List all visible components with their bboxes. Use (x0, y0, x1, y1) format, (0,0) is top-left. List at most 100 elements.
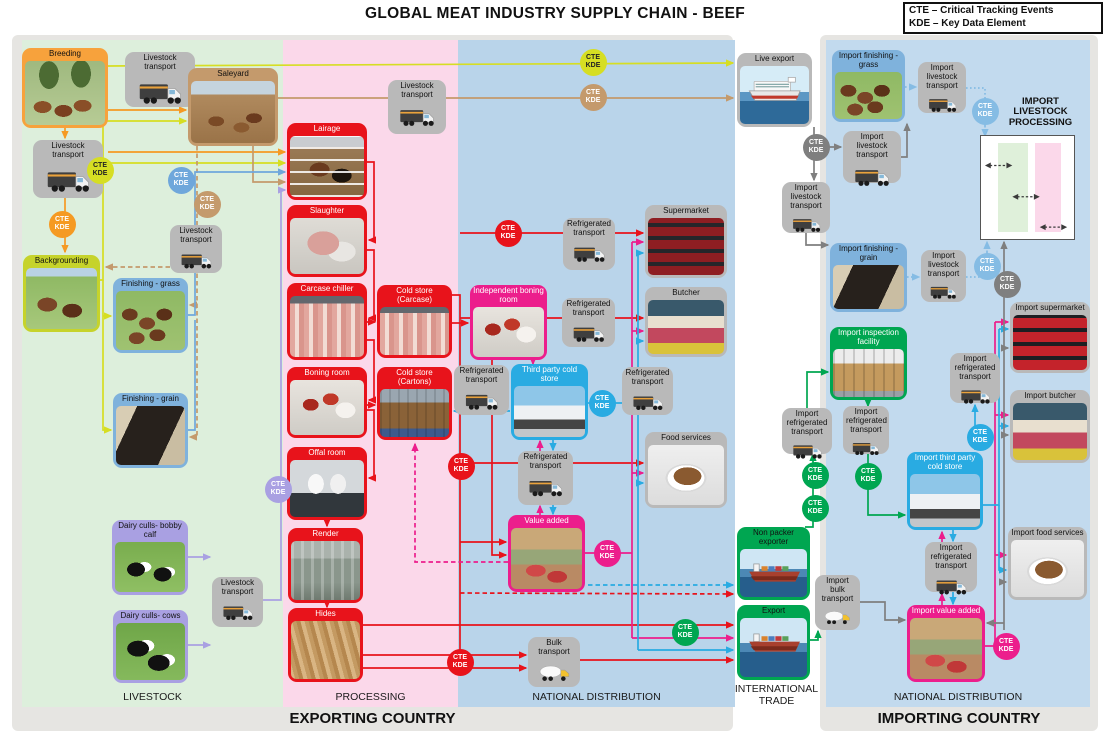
render-label: Render (312, 529, 339, 538)
export-label: Export (761, 606, 786, 615)
import-third-party-cold-store-label: Import third party cold store (914, 453, 976, 471)
finishing-grass-label: Finishing - grass (121, 279, 180, 288)
cattle-herd-illustration (116, 290, 185, 350)
slaughter-illustration (290, 217, 364, 274)
international-trade-line1: INTERNATIONAL (734, 683, 819, 695)
node-finishing-grass: Finishing - grass (113, 278, 188, 353)
zone-label-processing: PROCESSING (335, 691, 406, 703)
boning-illustration (473, 306, 544, 357)
truck-illustration (928, 573, 974, 600)
cold-store-carcase-label: Cold store (Carcase) (396, 286, 433, 304)
calves-illustration (115, 541, 185, 592)
kde-label: KDE (54, 224, 70, 231)
legend-box: CTE – Critical Tracking Events KDE – Key… (903, 2, 1103, 34)
truck-illustration (521, 473, 570, 502)
coldstore-illustration (910, 473, 980, 527)
kde-label: KDE (500, 233, 516, 240)
truck-illustration (391, 102, 443, 132)
import-inspection-facility-label: Import inspection facility (838, 328, 899, 346)
plate-illustration (648, 444, 724, 505)
cte-label: CTE (600, 545, 614, 553)
truck-illustration (565, 320, 612, 347)
flow-arrows-icon (984, 162, 1068, 231)
node-livestock-transport-5: Livestock transport (212, 577, 263, 627)
coldstore-illustration (514, 385, 585, 437)
kde-label: KDE (979, 266, 995, 273)
import-refrigerated-transport-1-label: Import refrigerated transport (786, 409, 828, 436)
ship-white-illustration (740, 65, 809, 124)
refrigerated-transport-2-label: Refrigerated transport (566, 299, 611, 317)
kde-label: KDE (594, 403, 610, 410)
kde-label: KDE (599, 553, 615, 560)
import-bulk-transport-label: Import bulk transport (821, 576, 854, 603)
node-render: Render (288, 528, 363, 603)
butcher-illustration (648, 299, 724, 354)
feedlot-illustration (833, 264, 904, 309)
node-import-refrigerated-transport-3: Import refrigerated transport (950, 353, 1000, 403)
livestock-transport-3-label: Livestock transport (51, 141, 85, 159)
zone-label-international-trade: INTERNATIONAL TRADE (733, 683, 820, 707)
node-saleyard: Saleyard (188, 68, 278, 146)
node-import-inspection-facility: Import inspection facility (830, 327, 907, 400)
truck-illustration (924, 281, 963, 304)
cte-label: CTE (586, 54, 600, 62)
cte-label: CTE (980, 258, 994, 266)
offal-room-label: Offal room (308, 448, 346, 457)
render-illustration (291, 540, 360, 600)
cattle-grass-illustration (26, 267, 97, 329)
cte-label: CTE (861, 468, 875, 476)
carcases-illustration (380, 306, 449, 355)
node-backgrounding: Backgrounding (23, 255, 100, 332)
node-cold-store-carcase: Cold store (Carcase) (377, 285, 452, 358)
cte-label: CTE (809, 139, 823, 147)
ship-cargo-illustration (740, 548, 807, 597)
node-import-finishing-grain: Import finishing - grain (830, 243, 907, 312)
node-non-packer-exporter: Non packer exporter (737, 527, 810, 600)
ship-cargo-illustration (740, 617, 807, 677)
exporting-country-label: EXPORTING COUNTRY (289, 710, 456, 727)
cte-label: CTE (454, 458, 468, 466)
truck-illustration (173, 247, 219, 274)
cte-label: CTE (808, 500, 822, 508)
processing-stripe (1035, 143, 1061, 232)
node-refrigerated-transport-2: Refrigerated transport (562, 298, 615, 347)
truck-illustration (457, 387, 506, 415)
cattle-trees-illustration (25, 60, 105, 125)
refrigerated-transport-5-label: Refrigerated transport (523, 452, 568, 470)
value-added-illustration (910, 617, 982, 679)
node-offal-room: Offal room (287, 447, 367, 520)
butcher-illustration (1013, 402, 1087, 460)
import-finishing-grain-label: Import finishing - grain (838, 244, 899, 262)
truck-illustration (215, 599, 260, 625)
breeding-label: Breeding (48, 49, 82, 58)
import-livestock-processing-label: IMPORT LIVESTOCK PROCESSING (993, 96, 1088, 128)
import-food-services-label: Import food services (1011, 528, 1084, 537)
zone-label-national-distribution: NATIONAL DISTRIBUTION (532, 691, 661, 703)
carcase-chiller-label: Carcase chiller (300, 284, 354, 293)
node-import-butcher: Import butcher (1010, 390, 1090, 463)
kde-label: KDE (585, 97, 601, 104)
node-boning-room: Boning room (287, 367, 367, 438)
saleyard-label: Saleyard (217, 69, 249, 78)
node-butcher: Butcher (645, 287, 727, 357)
tanker-illustration (818, 606, 857, 629)
node-live-export: Live export (737, 53, 812, 127)
cold-store-cartons-label: Cold store (Cartons) (396, 368, 433, 386)
node-breeding: Breeding (22, 48, 108, 128)
node-import-refrigerated-transport-2: Import refrigerated transport (843, 406, 889, 454)
import-livestock-transport-4-label: Import livestock transport (927, 251, 960, 278)
kde-label: KDE (999, 284, 1015, 291)
cte-label: CTE (973, 429, 987, 437)
kde-label: KDE (808, 147, 824, 154)
feedlot-illustration (116, 405, 185, 465)
truck-illustration (785, 213, 827, 237)
truck-illustration (566, 240, 612, 267)
